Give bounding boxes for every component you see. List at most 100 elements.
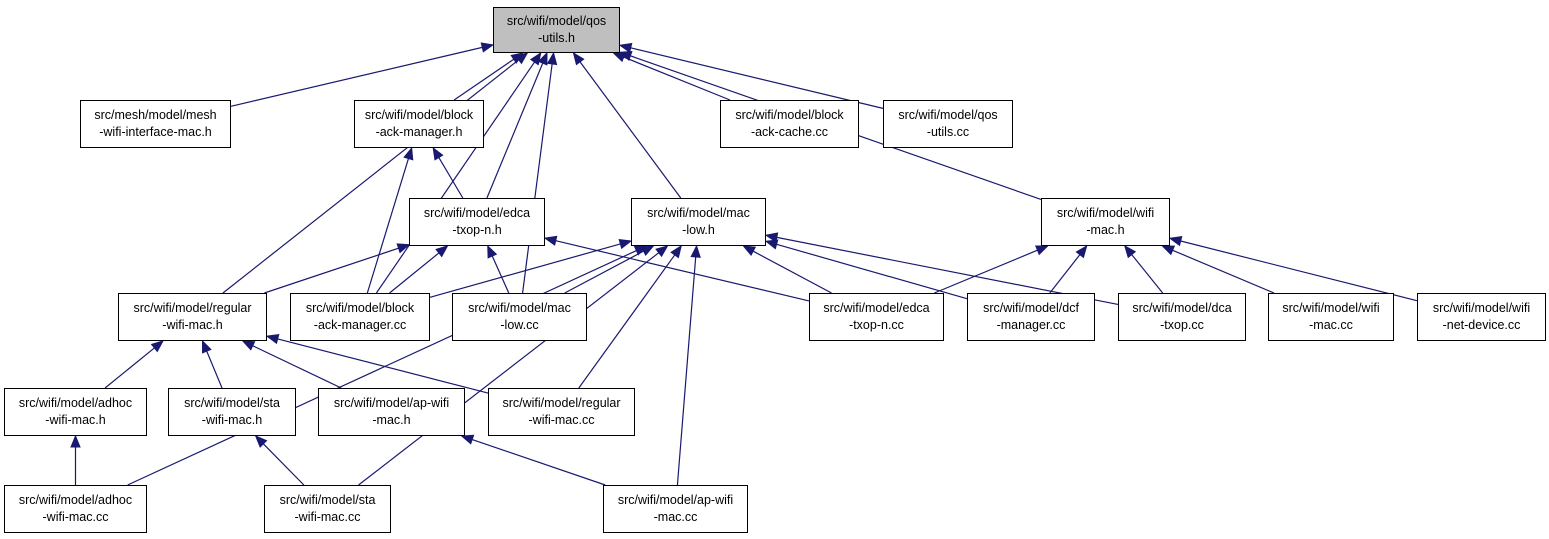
edge-sta_wifi_mac_h-to-regular_wifi_mac_h xyxy=(201,339,223,389)
node-sta-wifi-mac-cc[interactable]: src/wifi/model/sta -wifi-mac.cc xyxy=(264,485,391,533)
node-label: src/wifi/model/dca xyxy=(1132,301,1232,315)
node-label: -ack-manager.h xyxy=(375,125,463,139)
node-label: src/wifi/model/adhoc xyxy=(18,493,133,507)
node-label: -wifi-interface-mac.h xyxy=(99,125,212,139)
node-dcf-manager-cc[interactable]: src/wifi/model/dcf -manager.cc xyxy=(967,293,1095,341)
node-wifi-mac-h[interactable]: src/wifi/model/wifi -mac.h xyxy=(1041,198,1170,246)
node-qos-utils-h: src/wifi/model/qos -utils.h xyxy=(493,7,620,53)
edge-line xyxy=(491,255,510,294)
node-ap-wifi-mac-cc[interactable]: src/wifi/model/ap-wifi -mac.cc xyxy=(603,485,748,533)
node-wifi-net-device-cc[interactable]: src/wifi/model/wifi -net-device.cc xyxy=(1417,293,1546,341)
arrowhead-icon xyxy=(618,51,633,61)
edge-line xyxy=(486,62,544,199)
edge-line xyxy=(1131,254,1164,294)
arrowhead-icon xyxy=(1075,244,1088,259)
edge-line xyxy=(934,249,1038,294)
node-label: -low.cc xyxy=(500,318,539,332)
node-sta-wifi-mac-h[interactable]: src/wifi/model/sta -wifi-mac.h xyxy=(168,388,296,436)
node-label: src/mesh/model/mesh xyxy=(94,108,217,122)
node-label: -ack-cache.cc xyxy=(750,125,829,139)
node-block-ack-manager-h[interactable]: src/wifi/model/block -ack-manager.h xyxy=(354,100,484,148)
edge-mac_low_cc-to-edca_txop_n_h xyxy=(487,244,510,294)
edge-block_ack_manager_cc-to-edca_txop_n_h xyxy=(389,245,449,294)
edge-block_ack_manager_cc-to-qos_utils_h xyxy=(375,51,542,294)
arrowhead-icon xyxy=(529,51,542,66)
node-dca-txop-cc[interactable]: src/wifi/model/dca -txop.cc xyxy=(1118,293,1246,341)
edge-qos_utils_cc-to-qos_utils_h xyxy=(618,42,884,109)
node-block-ack-manager-cc[interactable]: src/wifi/model/block -ack-manager.cc xyxy=(290,293,430,341)
node-regular-wifi-mac-cc[interactable]: src/wifi/model/regular -wifi-mac.cc xyxy=(488,388,635,436)
arrowhead-icon xyxy=(670,244,682,259)
node-edca-txop-n-h[interactable]: src/wifi/model/edca -txop-n.h xyxy=(409,198,545,246)
arrowhead-icon xyxy=(460,434,475,445)
node-mac-low-cc[interactable]: src/wifi/model/mac -low.cc xyxy=(452,293,587,341)
edge-line xyxy=(438,157,464,199)
node-label: -wifi-mac.h xyxy=(162,318,223,332)
node-wifi-mac-cc[interactable]: src/wifi/model/wifi -mac.cc xyxy=(1268,293,1394,341)
edge-line xyxy=(127,250,637,486)
edge-line xyxy=(578,254,676,389)
node-label: -txop-n.cc xyxy=(849,318,904,332)
node-label: src/wifi/model/mac xyxy=(647,206,750,220)
edge-line xyxy=(676,256,697,486)
node-label: -wifi-mac.h xyxy=(45,413,106,427)
node-ap-wifi-mac-h[interactable]: src/wifi/model/ap-wifi -mac.h xyxy=(318,388,465,436)
node-label: src/wifi/model/mac xyxy=(468,301,571,315)
node-label: src/wifi/model/sta xyxy=(279,493,376,507)
edge-line xyxy=(206,350,223,389)
edge-line xyxy=(389,252,440,294)
node-label: src/wifi/model/wifi xyxy=(1056,206,1155,220)
edge-line xyxy=(471,438,606,486)
node-label: -mac.h xyxy=(1086,223,1125,237)
node-label: -ack-manager.cc xyxy=(313,318,407,332)
node-label: src/wifi/model/regular xyxy=(502,396,621,410)
node-block-ack-cache-cc[interactable]: src/wifi/model/block -ack-cache.cc xyxy=(720,100,859,148)
arrowhead-icon xyxy=(1161,245,1176,256)
edge-block_ack_manager_cc-to-mac_low_h xyxy=(429,239,633,298)
node-label: src/wifi/model/ap-wifi xyxy=(333,396,450,410)
arrowhead-icon xyxy=(742,245,757,257)
edge-line xyxy=(1180,240,1418,302)
node-label: src/wifi/model/edca xyxy=(423,206,531,220)
edge-line xyxy=(104,347,155,389)
arrowhead-icon xyxy=(690,244,701,258)
edge-block_ack_manager_cc-to-block_ack_manager_h xyxy=(366,146,414,294)
edge-line xyxy=(453,58,515,101)
arrowhead-icon xyxy=(201,339,212,354)
edge-line xyxy=(277,338,489,394)
edge-dca_txop_cc-to-wifi_mac_h xyxy=(1123,244,1164,294)
arrowhead-icon xyxy=(633,245,648,256)
node-mesh-wifi-interface-mac-h[interactable]: src/mesh/model/mesh -wifi-interface-mac.… xyxy=(80,100,231,148)
node-adhoc-wifi-mac-h[interactable]: src/wifi/model/adhoc -wifi-mac.h xyxy=(4,388,147,436)
edge-regular_wifi_mac_h-to-edca_txop_n_h xyxy=(264,243,411,294)
node-edca-txop-n-cc[interactable]: src/wifi/model/edca -txop-n.cc xyxy=(809,293,944,341)
edge-ap_wifi_mac_h-to-regular_wifi_mac_h xyxy=(241,340,342,389)
arrowhead-icon xyxy=(1123,244,1137,259)
edge-adhoc_wifi_mac_cc-to-adhoc_wifi_mac_h xyxy=(70,434,81,485)
edge-edca_txop_n_cc-to-wifi_mac_h xyxy=(934,245,1049,294)
edge-adhoc_wifi_mac_cc-to-mac_low_h xyxy=(127,245,648,486)
edge-edca_txop_n_cc-to-mac_low_h xyxy=(742,245,832,294)
node-label: src/wifi/model/edca xyxy=(823,301,930,315)
edge-line xyxy=(623,56,731,101)
edge-sta_wifi_mac_cc-to-sta_wifi_mac_h xyxy=(254,435,305,486)
node-label: src/wifi/model/adhoc xyxy=(18,396,133,410)
edge-line xyxy=(366,158,410,294)
edge-block_ack_manager_h-to-qos_utils_h xyxy=(453,52,524,101)
node-label: src/wifi/model/wifi xyxy=(1282,301,1380,315)
arrowhead-icon xyxy=(254,435,268,448)
arrowhead-icon xyxy=(403,146,414,161)
edge-line xyxy=(630,47,884,109)
arrowhead-icon xyxy=(480,42,495,53)
node-regular-wifi-mac-h[interactable]: src/wifi/model/regular -wifi-mac.h xyxy=(118,293,267,341)
edge-line xyxy=(358,252,660,486)
node-adhoc-wifi-mac-cc[interactable]: src/wifi/model/adhoc -wifi-mac.cc xyxy=(4,485,147,533)
node-label: -net-device.cc xyxy=(1442,318,1521,332)
edge-dcf_manager_cc-to-wifi_mac_h xyxy=(1049,244,1088,294)
edge-regular_wifi_mac_cc-to-mac_low_h xyxy=(578,244,682,389)
node-mac-low-h[interactable]: src/wifi/model/mac -low.h xyxy=(631,198,766,246)
node-label: -manager.cc xyxy=(996,318,1066,332)
node-qos-utils-cc[interactable]: src/wifi/model/qos -utils.cc xyxy=(883,100,1013,148)
node-label: -mac.h xyxy=(372,413,411,427)
